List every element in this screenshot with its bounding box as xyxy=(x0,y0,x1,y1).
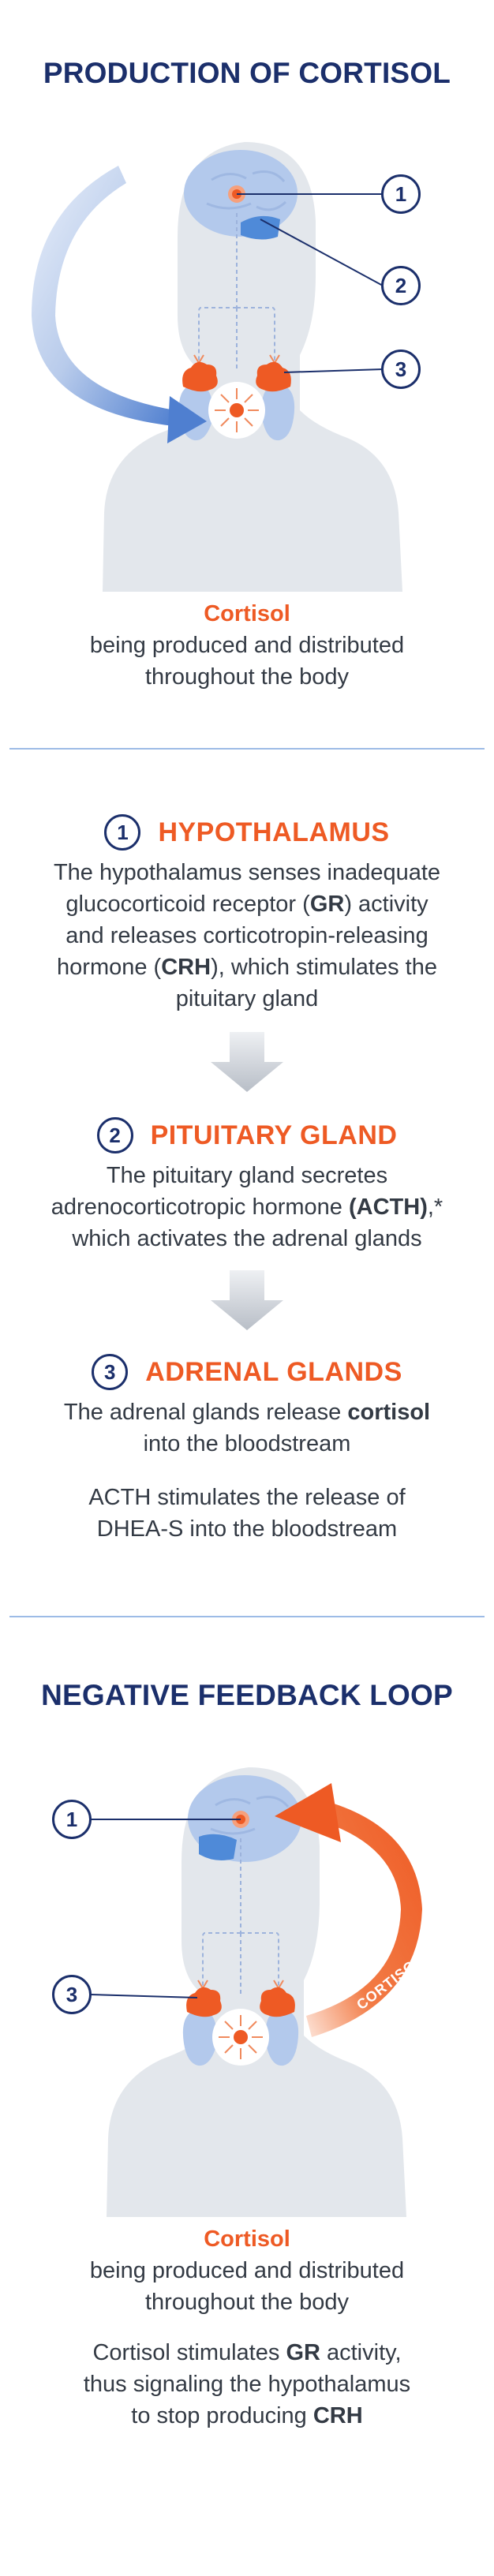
step-arrow-2 xyxy=(211,1270,283,1330)
right-adrenal xyxy=(256,361,291,392)
feedback-caption-line-1: being produced and distributed xyxy=(89,2258,405,2283)
step-3-line: The adrenal glands release cortisol xyxy=(63,1400,431,1425)
production-diagram xyxy=(32,142,402,592)
feedback-arrow xyxy=(306,1803,422,2037)
step-3-extra-line: ACTH stimulates the release of xyxy=(88,1485,406,1510)
feedback-title: NEGATIVE FEEDBACK LOOP xyxy=(41,1679,453,1711)
step-1: 1 HYPOTHALAMUS The hypothalamus senses i… xyxy=(0,814,494,1015)
right-kidney xyxy=(261,383,295,441)
feedback-diagram: CORTISOL xyxy=(90,1767,426,2217)
right-kidney xyxy=(265,2009,299,2066)
marker-2: 2 xyxy=(381,266,421,305)
body-silhouette xyxy=(107,1767,406,2217)
step-1-line: and releases corticotropin-releasing xyxy=(65,923,429,948)
body-silhouette xyxy=(103,142,402,592)
caption-line-2: throughout the body xyxy=(145,664,349,690)
step-2-line: adrenocorticotropic hormone (ACTH),* xyxy=(51,1195,443,1220)
left-adrenal xyxy=(186,1987,222,2017)
step-2-text: The pituitary gland secretes adrenocorti… xyxy=(0,1160,494,1254)
right-adrenal xyxy=(260,1987,295,2017)
step-1-badge: 1 xyxy=(104,814,141,851)
step-3-text: The adrenal glands release cortisol into… xyxy=(0,1396,494,1545)
feedback-note-line-3: to stop producing CRH xyxy=(131,2403,363,2428)
step-1-line: hormone (CRH), which stimulates the xyxy=(57,955,437,980)
step-3-extra-line: DHEA-S into the bloodstream xyxy=(96,1516,398,1542)
cortisol-burst xyxy=(212,2009,269,2066)
step-2-title: PITUITARY GLAND xyxy=(150,1120,398,1150)
marker-3: 3 xyxy=(381,350,421,389)
production-caption: Cortisol being produced and distributed … xyxy=(0,598,494,693)
step-2: 2 PITUITARY GLAND The pituitary gland se… xyxy=(0,1117,494,1254)
feedback-note-line-1: Cortisol stimulates GR activity, xyxy=(92,2340,402,2365)
production-title: PRODUCTION OF CORTISOL xyxy=(43,57,451,89)
feedback-cortisol-label: Cortisol xyxy=(204,2226,290,2252)
step-1-line: The hypothalamus senses inadequate xyxy=(53,860,441,885)
step-3-badge: 3 xyxy=(92,1354,129,1390)
step-1-line: pituitary gland xyxy=(175,986,319,1011)
feedback-caption-line-2: throughout the body xyxy=(145,2290,349,2315)
step-2-line: The pituitary gland secretes xyxy=(106,1163,388,1188)
feedback-caption: Cortisol being produced and distributed … xyxy=(0,2223,494,2318)
cortisol-burst xyxy=(208,382,265,439)
cortisol-label: Cortisol xyxy=(204,601,290,626)
marker-1: 1 xyxy=(381,174,421,214)
step-2-line: which activates the adrenal glands xyxy=(72,1226,422,1251)
step-3-title: ADRENAL GLANDS xyxy=(145,1356,402,1387)
caption-line-1: being produced and distributed xyxy=(89,633,405,658)
left-kidney xyxy=(182,2009,218,2066)
step-arrow-1 xyxy=(211,1032,283,1092)
step-1-title: HYPOTHALAMUS xyxy=(158,817,390,847)
pituitary xyxy=(241,215,280,240)
left-adrenal xyxy=(182,361,218,392)
step-3: 3 ADRENAL GLANDS The adrenal glands rele… xyxy=(0,1354,494,1545)
feedback-marker-1: 1 xyxy=(52,1800,92,1839)
feedback-note: Cortisol stimulates GR activity, thus si… xyxy=(0,2337,494,2432)
feedback-marker-3: 3 xyxy=(52,1975,92,2014)
step-2-badge: 2 xyxy=(96,1117,133,1153)
step-1-line: glucocorticoid receptor (GR) activity xyxy=(65,892,429,917)
divider-1 xyxy=(9,748,485,750)
pituitary xyxy=(199,1834,237,1860)
distribution-arrow xyxy=(32,166,175,426)
step-1-text: The hypothalamus senses inadequate gluco… xyxy=(0,857,494,1015)
step-3-line: into the bloodstream xyxy=(143,1431,351,1456)
divider-2 xyxy=(9,1616,485,1617)
feedback-note-line-2: thus signaling the hypothalamus xyxy=(83,2372,411,2397)
